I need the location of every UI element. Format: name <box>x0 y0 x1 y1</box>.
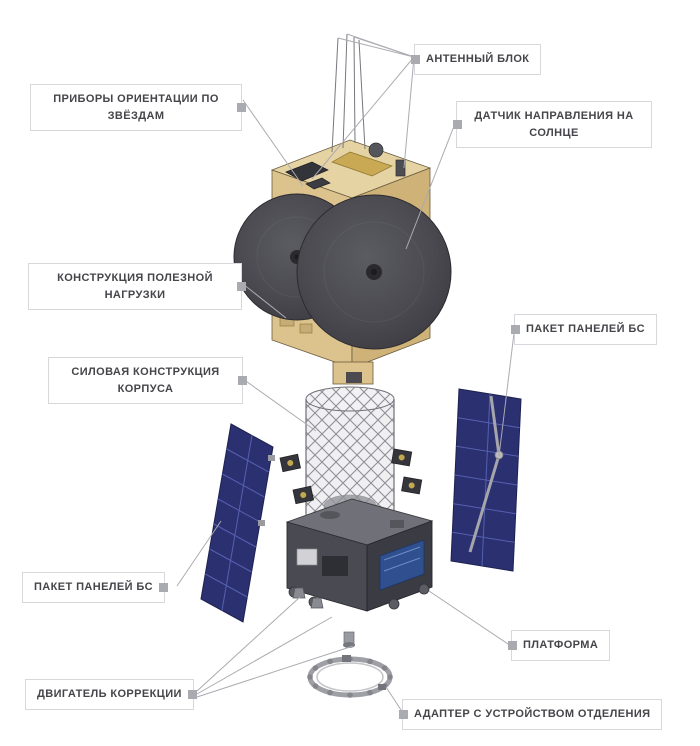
label-text: КОНСТРУКЦИЯ ПОЛЕЗНОЙ НАГРУЗКИ <box>57 272 213 301</box>
label-text: АНТЕННЫЙ БЛОК <box>426 53 530 65</box>
label-separation-adapter: АДАПТЕР С УСТРОЙСТВОМ ОТДЕЛЕНИЯ <box>398 699 663 730</box>
label-correction-engine: ДВИГАТЕЛЬ КОРРЕКЦИИ <box>25 679 198 710</box>
platform-module <box>285 498 434 648</box>
connector-square <box>236 282 246 291</box>
label-solar-panel-pack-left: ПАКЕТ ПАНЕЛЕЙ БС <box>22 572 169 603</box>
label-antenna-unit: АНТЕННЫЙ БЛОК <box>410 44 542 75</box>
deck-gold-panel <box>331 151 393 177</box>
connector-square <box>236 103 246 112</box>
label-text: АДАПТЕР С УСТРОЙСТВОМ ОТДЕЛЕНИЯ <box>414 708 651 720</box>
label-text: ПАКЕТ ПАНЕЛЕЙ БС <box>34 581 153 593</box>
connector-square <box>452 120 462 129</box>
label-star-orientation-devices: ПРИБОРЫ ОРИЕНТАЦИИ ПО ЗВЁЗДАМ <box>30 84 246 131</box>
truss-cylinder <box>305 386 395 527</box>
label-body-power-structure: СИЛОВАЯ КОНСТРУКЦИЯ КОРПУСА <box>48 357 247 404</box>
solar-panel-pack-right <box>450 388 522 572</box>
solar-array-left <box>200 423 275 623</box>
connector-square <box>507 640 517 650</box>
label-text: ПРИБОРЫ ОРИЕНТАЦИИ ПО ЗВЁЗДАМ <box>53 93 219 122</box>
connector-square <box>159 582 169 592</box>
label-solar-panel-pack-right: ПАКЕТ ПАНЕЛЕЙ БС <box>510 314 657 345</box>
label-sun-direction-sensor: ДАТЧИК НАПРАВЛЕНИЯ НА СОЛНЦЕ <box>452 101 652 148</box>
small-dish <box>368 142 384 158</box>
label-payload-structure: КОНСТРУКЦИЯ ПОЛЕЗНОЙ НАГРУЗКИ <box>28 263 246 310</box>
connector-square <box>188 689 198 699</box>
connector-square <box>410 54 420 64</box>
payload-module <box>233 33 452 385</box>
correction-thrusters <box>292 587 355 648</box>
label-platform: ПЛАТФОРМА <box>507 630 611 661</box>
label-text: ПАКЕТ ПАНЕЛЕЙ БС <box>526 323 645 335</box>
label-text: ДВИГАТЕЛЬ КОРРЕКЦИИ <box>37 688 182 700</box>
callout-lines <box>176 33 515 714</box>
connector-square <box>510 324 520 334</box>
label-text: СИЛОВАЯ КОНСТРУКЦИЯ КОРПУСА <box>71 366 220 395</box>
adapter-ring <box>307 655 393 698</box>
connector-square <box>398 709 408 719</box>
reaction-wheel-units <box>279 448 423 505</box>
connector-square <box>237 376 247 385</box>
antenna-rods <box>331 33 366 153</box>
label-text: ПЛАТФОРМА <box>523 639 599 651</box>
label-text: ДАТЧИК НАПРАВЛЕНИЯ НА СОЛНЦЕ <box>474 110 634 139</box>
